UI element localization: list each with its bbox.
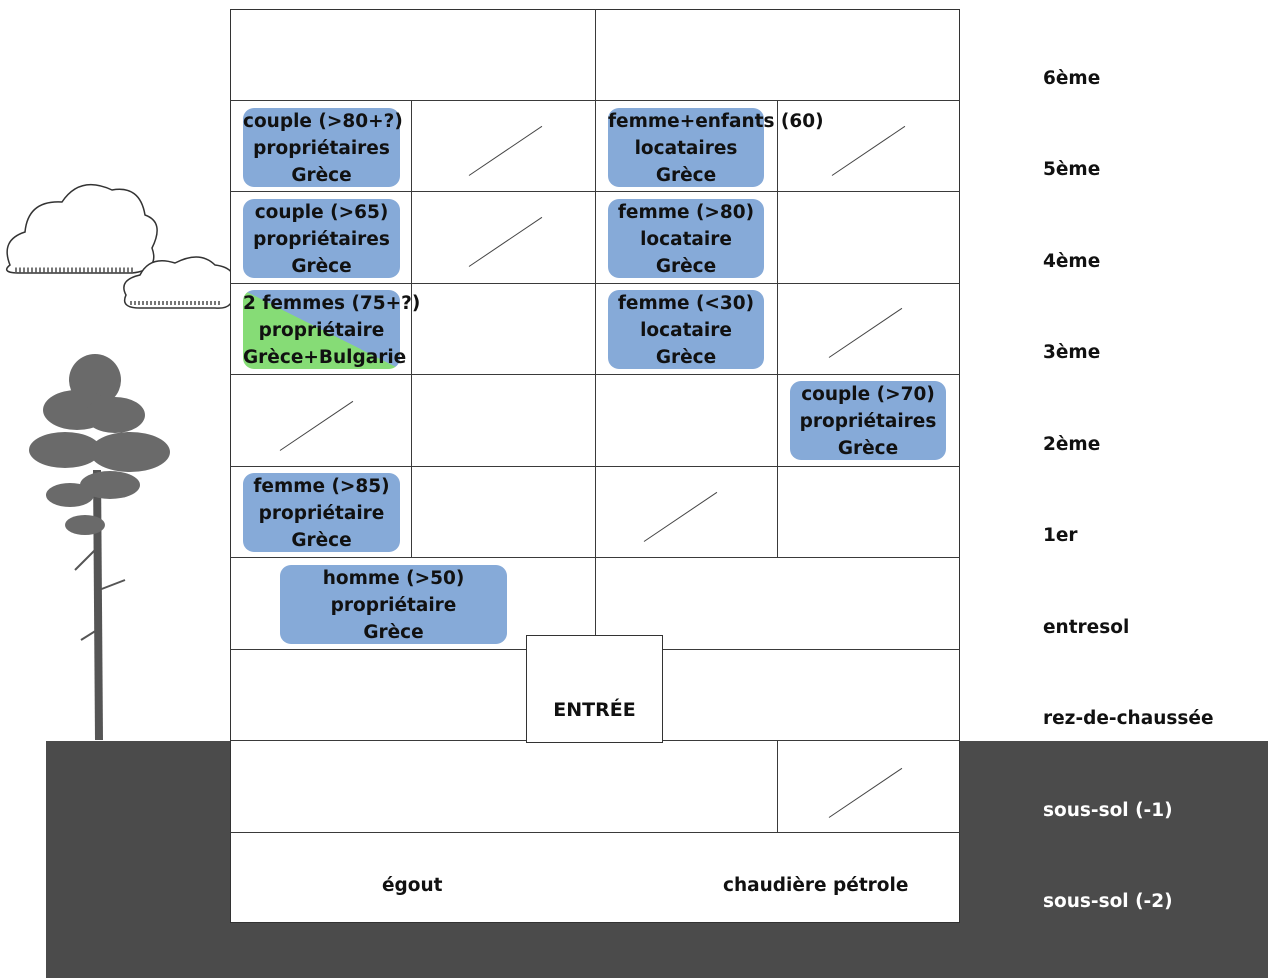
floor-divider (663, 649, 960, 650)
origin-label: Grèce (655, 165, 717, 186)
unit-divider (411, 100, 412, 557)
occupant-label: couple (>70) (801, 384, 935, 405)
floor-label-2: 2ème (1043, 434, 1101, 455)
origin-label: Grèce+Bulgarie (243, 347, 407, 368)
tenure-label: propriétaire (258, 320, 385, 341)
occupant-label: couple (>65) (254, 202, 389, 223)
tenure-label: propriétaire (330, 595, 457, 616)
occupant-label: homme (>50) (322, 568, 465, 589)
floor-label-4: 4ème (1043, 251, 1101, 272)
floor-label-3: 3ème (1043, 342, 1101, 363)
unit-5-left: couple (>80+?) propriétaires Grèce (243, 108, 403, 187)
sewer-label: égout (382, 875, 443, 896)
occupant-label: femme (>80) (617, 202, 755, 223)
floor-divider (230, 832, 960, 833)
origin-label: Grèce (655, 347, 717, 368)
occupant-label: femme (>85) (253, 476, 390, 497)
floor-label-basement-2: sous-sol (-2) (1043, 891, 1173, 912)
floor-label-basement-1: sous-sol (-1) (1043, 800, 1173, 821)
floor-label-entresol: entresol (1043, 617, 1130, 638)
entrance-label: ENTRÉE (553, 699, 636, 721)
unit-5-right: femme+enfants (60) locataires Grèce (608, 108, 824, 187)
occupant-label: femme (<30) (617, 293, 755, 314)
origin-label: Grèce (291, 530, 352, 551)
occupant-label: femme+enfants (60) (608, 111, 824, 132)
unit-entresol: homme (>50) propriétaire Grèce (280, 565, 507, 644)
entrance (526, 635, 663, 743)
floor-divider (230, 649, 526, 650)
unit-2-right: couple (>70) propriétaires Grèce (790, 381, 946, 460)
unit-4-right: femme (>80) locataire Grèce (608, 199, 764, 278)
floor-label-ground: rez-de-chaussée (1043, 708, 1214, 729)
unit-3-left: 2 femmes (75+?) propriétaire Grèce+Bulga… (243, 290, 421, 369)
floor-label-5: 5ème (1043, 159, 1101, 180)
tree-icon (29, 354, 170, 740)
floor-label-1: 1er (1043, 525, 1078, 546)
unit-3-right: femme (<30) locataire Grèce (608, 290, 764, 369)
origin-label: Grèce (291, 256, 352, 277)
tenure-label: locataire (640, 320, 732, 341)
occupant-label: couple (>80+?) (243, 111, 403, 132)
tenure-label: locataires (634, 138, 738, 159)
origin-label: Grèce (291, 165, 352, 186)
tenure-label: propriétaires (253, 138, 390, 159)
floor-label-6: 6ème (1043, 68, 1101, 89)
unit-divider (777, 740, 778, 832)
unit-divider (777, 100, 778, 557)
tenure-label: propriétaires (253, 229, 390, 250)
center-divider (595, 9, 596, 635)
unit-4-left: couple (>65) propriétaires Grèce (243, 199, 400, 278)
origin-label: Grèce (363, 622, 424, 643)
origin-label: Grèce (837, 438, 899, 459)
cloud-icon (5, 183, 235, 309)
tenure-label: propriétaire (258, 503, 385, 524)
tenure-label: locataire (640, 229, 732, 250)
occupant-label: 2 femmes (75+?) (243, 293, 421, 314)
tenure-label: propriétaires (799, 411, 937, 432)
origin-label: Grèce (655, 256, 717, 277)
unit-1-left: femme (>85) propriétaire Grèce (243, 473, 400, 552)
boiler-label: chaudière pétrole (723, 875, 909, 896)
